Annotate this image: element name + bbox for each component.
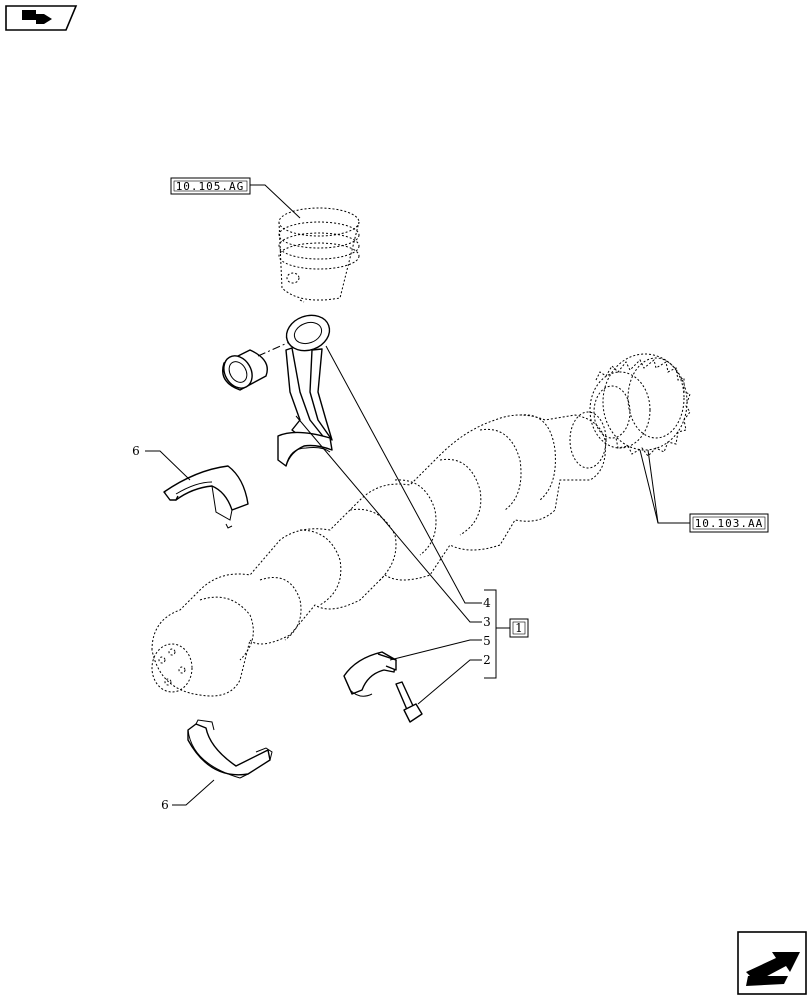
next-page-arrow-icon[interactable] (737, 931, 807, 995)
leader-lines (145, 184, 690, 806)
callout-timing-gear-ref[interactable]: 10.103.AA (689, 513, 769, 533)
connecting-rod (277, 314, 333, 467)
piston-pin (222, 339, 295, 391)
item-number-4: 4 (483, 596, 491, 610)
group-label: 1 (515, 621, 523, 635)
group-bracket (484, 589, 510, 679)
item-number-6-lower: 6 (161, 798, 169, 812)
item-number-5: 5 (483, 634, 491, 648)
connecting-rod-cap (343, 651, 397, 697)
bearing-shell-upper (163, 465, 249, 529)
item-number-6-upper: 6 (132, 444, 140, 458)
crankshaft-ghost (151, 411, 607, 697)
piston-ghost (278, 207, 360, 303)
group-box[interactable]: 1 (509, 618, 529, 638)
item-number-3: 3 (483, 615, 491, 629)
timing-gear-ghost (589, 353, 691, 457)
item-number-2: 2 (483, 653, 491, 667)
bearing-shell-lower (187, 719, 273, 779)
connecting-rod-bolt (395, 681, 423, 723)
piston-ref-label: 10.105.AG (176, 180, 245, 193)
callout-piston-ref[interactable]: 10.105.AG (170, 177, 251, 195)
timing-gear-ref-label: 10.103.AA (695, 517, 764, 530)
catalog-arrow-icon[interactable] (5, 5, 78, 31)
